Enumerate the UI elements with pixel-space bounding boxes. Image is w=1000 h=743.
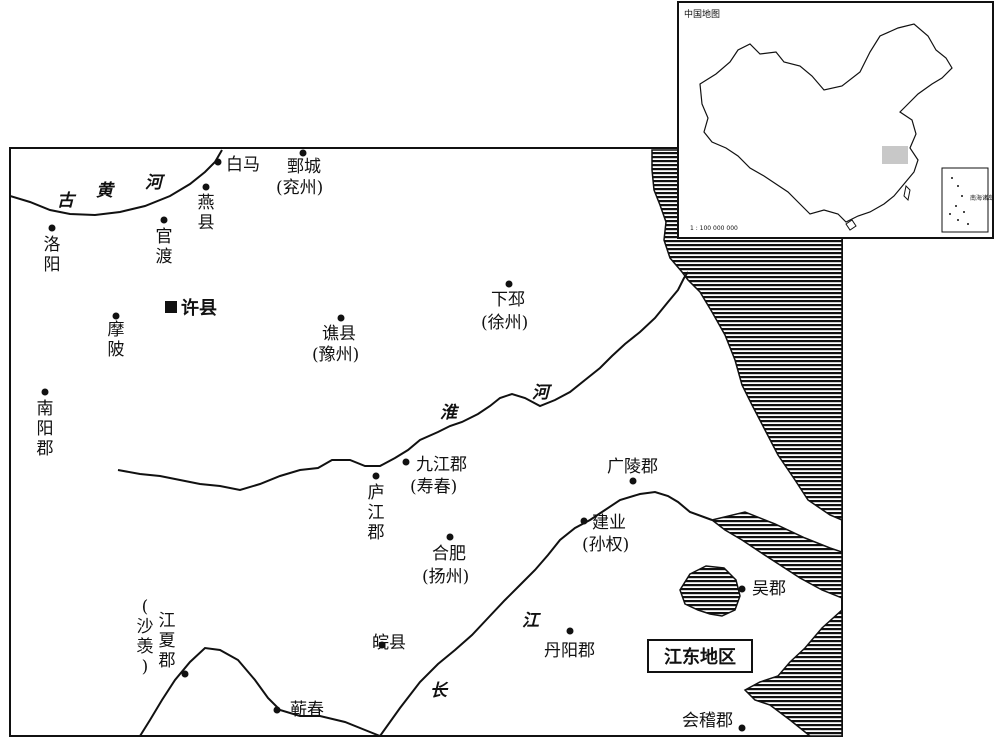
city-dot-yanxian [202,183,210,191]
label-jiangxia: 江夏郡 [159,611,176,671]
huai-river-label-2: 河 [532,383,553,403]
label-yanxian: 燕县 [198,193,215,233]
city-dot-jiujiang [402,458,410,466]
yangtze-river [139,490,713,736]
city-dot-jiangxia [181,670,189,678]
label-danyang: 丹阳郡 [544,641,595,661]
hangzhou-bay-area [743,608,842,736]
city-dot-xiapi [505,280,513,288]
label-luoyang: 洛阳 [44,235,61,275]
yellow-river [10,149,223,217]
label-qichun: 蕲春 [290,700,324,720]
label-xiapi-note: (徐州) [481,313,528,333]
label-jiujiang: 九江郡 [416,455,467,475]
label-jiangxia-note: (沙羡) [137,597,154,677]
city-dot-wanxian [378,641,386,649]
label-guandu: 官渡 [156,227,173,267]
city-dot-baima [214,158,222,166]
yellow-river-label-3: 河 [145,173,166,193]
label-wujun: 吴郡 [752,579,786,599]
label-qiaoxian-note: (豫州) [312,345,359,365]
inset-scale: 1 : 100 000 000 [690,225,738,232]
label-qiaoxian: 谯县 [322,324,356,344]
city-dot-hefei [446,533,454,541]
city-dot-guangling [629,477,637,485]
label-nanyang: 南阳郡 [37,399,54,459]
yellow-river-label-1: 古 [57,191,77,211]
huai-river-label-1: 淮 [440,403,460,423]
label-jianye-note: (孙权) [582,535,629,555]
hainan-island [845,219,857,231]
city-dot-nanyang [41,388,49,396]
city-dot-mopi [112,312,120,320]
yangtze-label-2: 长 [430,681,449,701]
label-hefei-note: (扬州) [422,567,469,587]
city-dot-kuaiji [738,724,746,732]
label-jianye: 建业 [592,513,626,533]
taihu-lake [679,565,741,617]
label-xiapi: 下邳 [491,290,525,310]
yellow-river-label-2: 黄 [96,181,116,201]
sea-area [651,149,842,521]
inset-title: 中国地图 [684,8,720,20]
city-dot-wujun [738,585,746,593]
label-guangling: 广陵郡 [607,457,658,477]
inset-frame [677,1,994,239]
label-hefei: 合肥 [432,544,466,564]
label-lujiang: 庐江郡 [368,483,385,543]
city-dot-luoyang [48,224,56,232]
capital-marker-xuxian [165,301,177,313]
city-dot-qiaoxian [337,314,345,322]
inset-map: 中国地图 1 : 100 000 000 南海诸岛 [677,1,994,239]
yangtze-label-1: 江 [522,611,541,631]
label-mopi: 摩陂 [108,320,125,360]
city-dot-jianye [580,517,588,525]
taiwan-island [903,184,911,202]
south-sea-label: 南海诸岛 [970,194,994,202]
estuary-area [710,511,842,599]
inset-highlight-jiangdong [882,146,908,164]
city-dot-guandu [160,216,168,224]
city-markers [41,149,746,732]
south-sea-inset-frame [941,167,989,233]
label-juancheng: 鄄城 [287,157,321,177]
region-box-label: 江东地区 [664,646,736,668]
city-dot-juancheng [299,149,307,157]
label-juancheng-note: (兖州) [276,178,323,198]
city-dot-lujiang [372,472,380,480]
label-baima: 白马 [226,155,260,175]
label-jiujiang-note: (寿春) [410,477,457,497]
label-kuaiji: 会稽郡 [682,711,733,731]
south-sea-islands [949,177,969,225]
china-outline [699,23,953,223]
region-box-frame [647,639,753,673]
city-dot-qichun [273,706,281,714]
huai-river [117,271,689,492]
city-dot-danyang [566,627,574,635]
label-wanxian: 皖县 [372,633,406,653]
label-xuxian: 许县 [181,297,217,319]
